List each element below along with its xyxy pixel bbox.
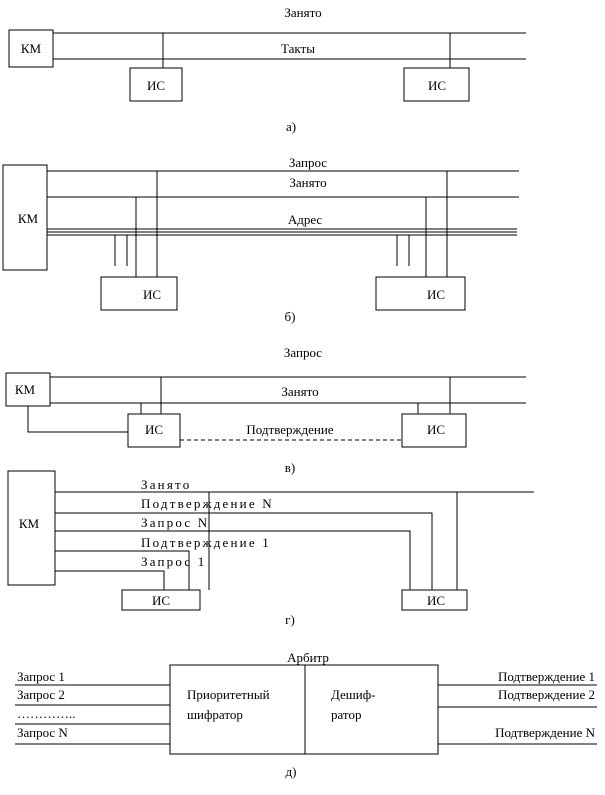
label-busy-g: Занято bbox=[141, 477, 191, 492]
km-confirm-link-v bbox=[27, 406, 128, 433]
label-request-n-g: Запрос N bbox=[141, 515, 209, 530]
decoder-label-line2-d: ратор bbox=[331, 707, 361, 722]
diagram-a: Занято Такты КМ ИС ИС а) bbox=[8, 5, 526, 134]
is2-box-a bbox=[403, 67, 470, 102]
label-busy-b: Занято bbox=[289, 175, 326, 190]
is2-label-b: ИС bbox=[427, 287, 445, 302]
line-request-1-g bbox=[55, 570, 165, 590]
label-address-b: Адрес bbox=[288, 212, 323, 227]
encoder-label-line2-d: шифратор bbox=[187, 707, 243, 722]
km-label-g: КМ bbox=[19, 516, 40, 531]
is1-label-g: ИС bbox=[152, 593, 170, 608]
km-label-v: КМ bbox=[15, 382, 36, 397]
label-confirm-v: Подтверждение bbox=[246, 422, 333, 437]
km-box-a bbox=[8, 29, 54, 68]
label-reqN-d: Запрос N bbox=[17, 725, 68, 740]
decoder-label-line1-d: Дешиф- bbox=[331, 687, 376, 702]
label-clock-a: Такты bbox=[281, 41, 315, 56]
caption-b: б) bbox=[285, 309, 296, 324]
label-confN-d: Подтверждение N bbox=[495, 725, 595, 740]
arbiter-box-d bbox=[169, 664, 439, 755]
is1-box-v bbox=[127, 413, 181, 448]
label-req1-d: Запрос 1 bbox=[17, 669, 65, 684]
caption-g: г) bbox=[285, 612, 295, 627]
km-label-b: КМ bbox=[18, 211, 39, 226]
is2-label-v: ИС bbox=[427, 422, 445, 437]
is2-box-b bbox=[375, 276, 466, 311]
caption-d: д) bbox=[286, 764, 297, 779]
km-box-b bbox=[2, 164, 48, 271]
label-request-1-g: Запрос 1 bbox=[141, 554, 207, 569]
is2-box-v bbox=[401, 413, 467, 448]
diagram-g: КМ Занято Подтверждение N Запрос N Подтв… bbox=[7, 470, 534, 627]
label-confirm-1-g: Подтверждение 1 bbox=[141, 535, 271, 550]
label-confirm-n-g: Подтверждение N bbox=[141, 496, 274, 511]
is1-label-a: ИС bbox=[147, 78, 165, 93]
is1-label-b: ИС bbox=[143, 287, 161, 302]
is1-label-v: ИС bbox=[145, 422, 163, 437]
line-confirm-n-g bbox=[55, 512, 433, 590]
label-request-b: Запрос bbox=[289, 155, 327, 170]
label-req2-d: Запрос 2 bbox=[17, 687, 65, 702]
label-arbiter-d: Арбитр bbox=[287, 650, 329, 665]
label-conf1-d: Подтверждение 1 bbox=[498, 669, 595, 684]
is2-label-g: ИС bbox=[427, 593, 445, 608]
caption-a: а) bbox=[286, 119, 296, 134]
diagram-d: Арбитр Приоритетный шифратор Дешиф- рато… bbox=[15, 650, 597, 779]
label-conf2-d: Подтверждение 2 bbox=[498, 687, 595, 702]
is2-label-a: ИС bbox=[428, 78, 446, 93]
caption-v: в) bbox=[285, 460, 295, 475]
label-dots-d: ………….. bbox=[17, 706, 76, 721]
km-box-g bbox=[7, 470, 56, 586]
label-request-v: Запрос bbox=[284, 345, 322, 360]
is1-box-a bbox=[129, 67, 183, 102]
diagram-b: Запрос Занято Адрес КМ ИС ИС б) bbox=[2, 155, 519, 324]
is1-box-g bbox=[121, 589, 201, 611]
km-box-v bbox=[5, 372, 51, 407]
is1-box-b bbox=[100, 276, 178, 311]
line-request-n-g bbox=[55, 530, 411, 590]
label-busy-a: Занято bbox=[284, 5, 321, 20]
km-label-a: КМ bbox=[21, 41, 42, 56]
line-confirm-1-g bbox=[55, 550, 190, 590]
label-busy-v: Занято bbox=[281, 384, 318, 399]
is2-box-g bbox=[401, 589, 468, 611]
diagram-v: Запрос Занято КМ ИС Подтверждение ИС в) bbox=[5, 345, 526, 475]
encoder-label-line1-d: Приоритетный bbox=[187, 687, 270, 702]
